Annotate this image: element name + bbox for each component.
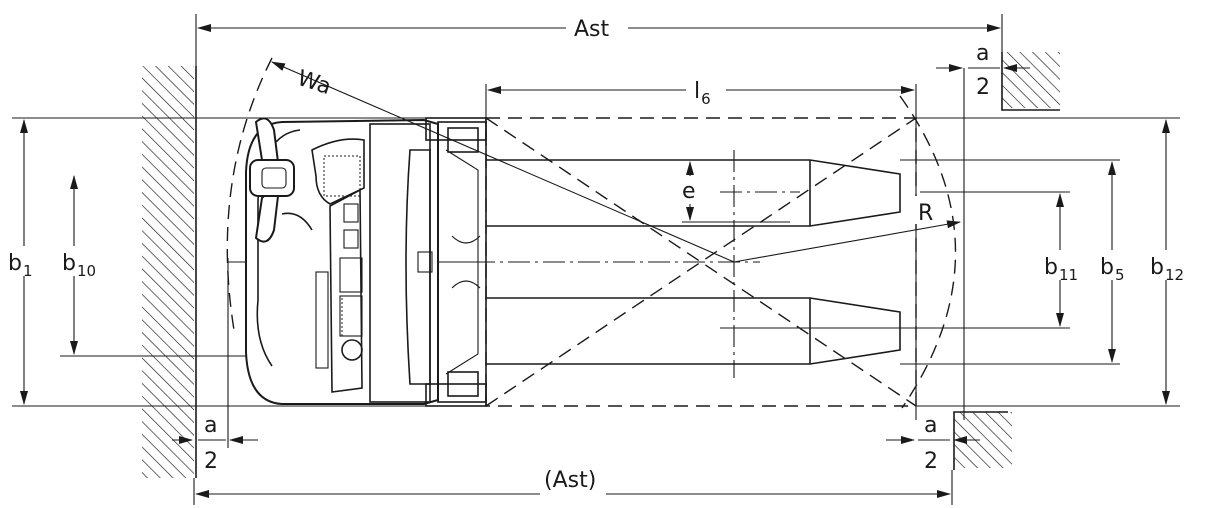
turning-arcs [226, 57, 957, 409]
fraction-a2-bottom-left: a 2 [204, 413, 218, 474]
label-e: e [682, 179, 696, 204]
svg-text:a: a [976, 41, 989, 66]
svg-text:2: 2 [976, 75, 990, 100]
left-wall [142, 66, 197, 478]
svg-text:a: a [924, 413, 937, 438]
truck-body [245, 117, 487, 407]
control-panel-dots [323, 155, 363, 337]
label-b10: b10 [62, 251, 96, 280]
label-l6: l6 [694, 79, 711, 108]
label-b1: b1 [8, 251, 33, 280]
label-r: R [918, 201, 933, 226]
r-line [733, 220, 961, 263]
wa-line [271, 61, 735, 263]
label-ast-top: Ast [574, 17, 610, 42]
label-wa: Wa [294, 66, 334, 100]
top-right-wall [1001, 52, 1060, 111]
svg-text:2: 2 [924, 449, 938, 474]
svg-text:a: a [204, 413, 217, 438]
fraction-a2-top-right: a 2 [970, 41, 1000, 100]
label-b12: b12 [1150, 255, 1184, 284]
label-b11: b11 [1044, 255, 1078, 284]
fraction-a2-bottom-right: a 2 [924, 413, 938, 474]
tiller-handle [249, 117, 313, 243]
svg-text:2: 2 [204, 449, 218, 474]
label-b5: b5 [1100, 255, 1125, 284]
label-ast-bottom: (Ast) [544, 468, 596, 493]
forks [486, 159, 901, 365]
bottom-right-wall [953, 411, 1012, 470]
